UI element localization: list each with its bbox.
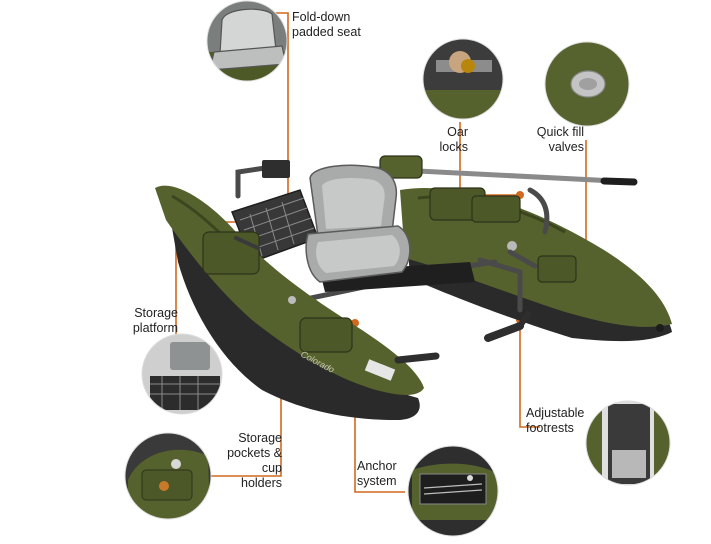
inset-anchor [408, 446, 498, 536]
oar-leader [459, 122, 520, 196]
footrest-leader [519, 320, 540, 428]
right-pontoon [400, 187, 672, 342]
left-pontoon: Colorado [155, 185, 424, 420]
inset-oar-locks [423, 39, 503, 119]
seat [305, 164, 475, 292]
boat: Colorado [155, 155, 672, 420]
label-anchor-system: Anchor system [357, 459, 397, 488]
inset-pockets [125, 433, 211, 519]
inset-platform [142, 334, 222, 414]
label-adjustable-footrests: Adjustable footrests [526, 406, 585, 435]
label-seat: Fold-down padded seat [292, 10, 361, 39]
label-oar-locks: Oar locks [439, 125, 468, 154]
label-storage-pockets: Storage pockets & cup holders [227, 431, 282, 490]
label-quick-fill-valves: Quick fill valves [536, 125, 584, 154]
label-storage-platform: Storage platform [132, 306, 178, 335]
inset-valve [545, 42, 629, 126]
